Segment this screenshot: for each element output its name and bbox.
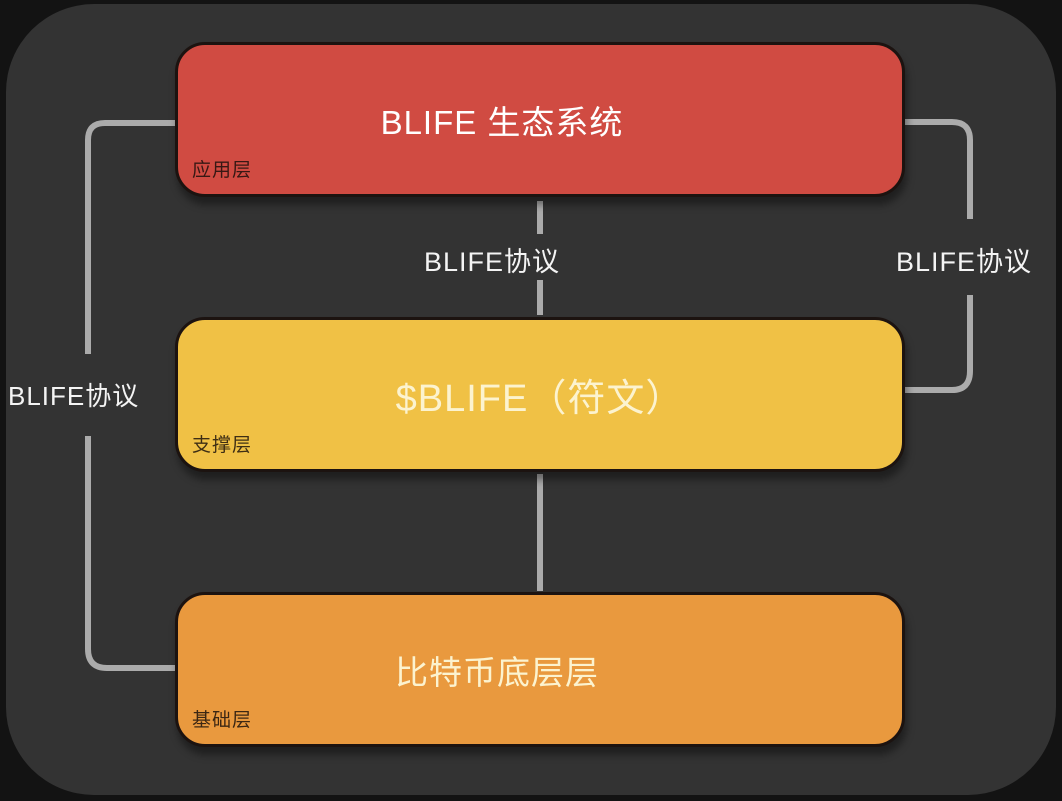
node-title: BLIFE 生态系统 — [380, 103, 624, 141]
edge-label-left: BLIFE协议 — [8, 381, 140, 411]
node-base-layer: 比特币底层层 基础层 — [175, 592, 905, 747]
edge-right-top-segment — [904, 119, 973, 219]
layer-tag: 应用层 — [192, 160, 253, 181]
node-title: 比特币底层层 — [395, 653, 599, 691]
node-support-layer: $BLIFE（符文） 支撑层 — [175, 317, 905, 472]
edge-left-bottom-segment — [85, 436, 176, 671]
layer-tag: 基础层 — [192, 710, 253, 731]
node-application-layer: BLIFE 生态系统 应用层 — [175, 42, 905, 197]
edge-label-center: BLIFE协议 — [424, 247, 561, 277]
edge-label-right: BLIFE协议 — [896, 247, 1033, 277]
edge-right-bottom-segment — [904, 295, 973, 393]
layer-tag: 支撑层 — [192, 435, 253, 456]
node-title: $BLIFE（符文） — [395, 378, 685, 420]
edge-left-top-segment — [85, 120, 176, 354]
